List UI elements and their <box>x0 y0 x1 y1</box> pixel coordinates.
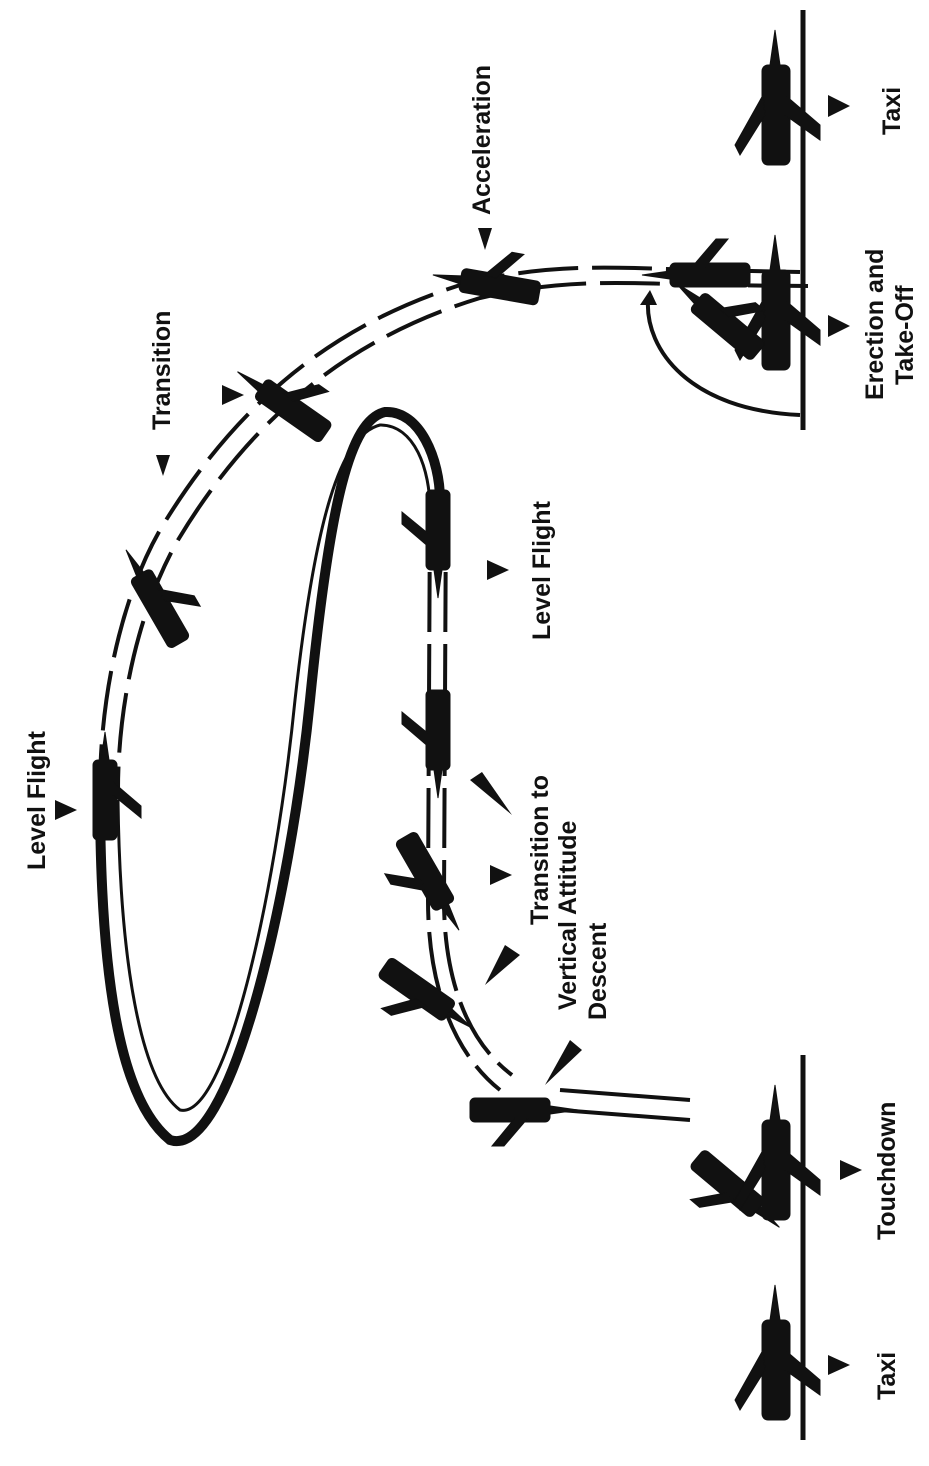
label-transition-vertical-line1: Transition to <box>526 775 554 925</box>
marker-level-flight-mid-icon <box>487 560 509 580</box>
label-transition-vertical-line2: Vertical Attitude <box>554 821 582 1010</box>
label-level-flight-mid: Level Flight <box>528 500 556 640</box>
label-acceleration: Acceleration <box>468 65 496 215</box>
marker-transition-vertical-3-icon <box>485 945 520 985</box>
aircraft-level-flight-mid-2-icon <box>402 690 450 798</box>
marker-transition-2-icon <box>156 455 170 476</box>
marker-taxi-end-icon <box>828 1355 850 1375</box>
label-level-flight-top: Level Flight <box>23 730 51 870</box>
marker-descent-icon <box>545 1040 582 1085</box>
descent-path <box>560 1090 690 1120</box>
label-descent: Descent <box>584 922 612 1020</box>
marker-transition-1-icon <box>222 385 244 405</box>
label-taxi-end: Taxi <box>873 1352 901 1400</box>
aircraft-taxi-start-icon <box>735 30 820 165</box>
marker-taxi-start-icon <box>828 95 850 117</box>
aircraft-transition-vertical-1-icon <box>374 831 470 949</box>
label-transition: Transition <box>148 311 176 430</box>
label-erection-line2: Take-Off <box>891 285 919 385</box>
marker-transition-vertical-1-icon <box>470 772 512 815</box>
aircraft-transition-1-icon <box>231 342 347 443</box>
aircraft-taxi-end-icon <box>735 1285 820 1420</box>
aircraft-descent-icon <box>470 1098 578 1146</box>
flight-loop-outer <box>100 412 440 1141</box>
label-taxi-start: Taxi <box>878 87 906 135</box>
marker-level-flight-top-icon <box>55 800 77 820</box>
marker-erection-icon <box>828 315 850 337</box>
erection-arrowhead <box>640 290 657 305</box>
marker-touchdown-icon <box>840 1160 862 1180</box>
aircraft-takeoff-vertical-icon <box>642 239 750 287</box>
label-erection-line1: Erection and <box>861 249 889 400</box>
label-touchdown: Touchdown <box>873 1102 901 1240</box>
outbound-flight-path <box>100 268 808 790</box>
aircraft-icons <box>93 30 820 1420</box>
marker-acceleration-icon <box>478 228 492 250</box>
aircraft-level-flight-mid-1-icon <box>402 490 450 598</box>
aircraft-transition-2-icon <box>116 532 212 650</box>
marker-transition-vertical-2-icon <box>490 865 512 885</box>
